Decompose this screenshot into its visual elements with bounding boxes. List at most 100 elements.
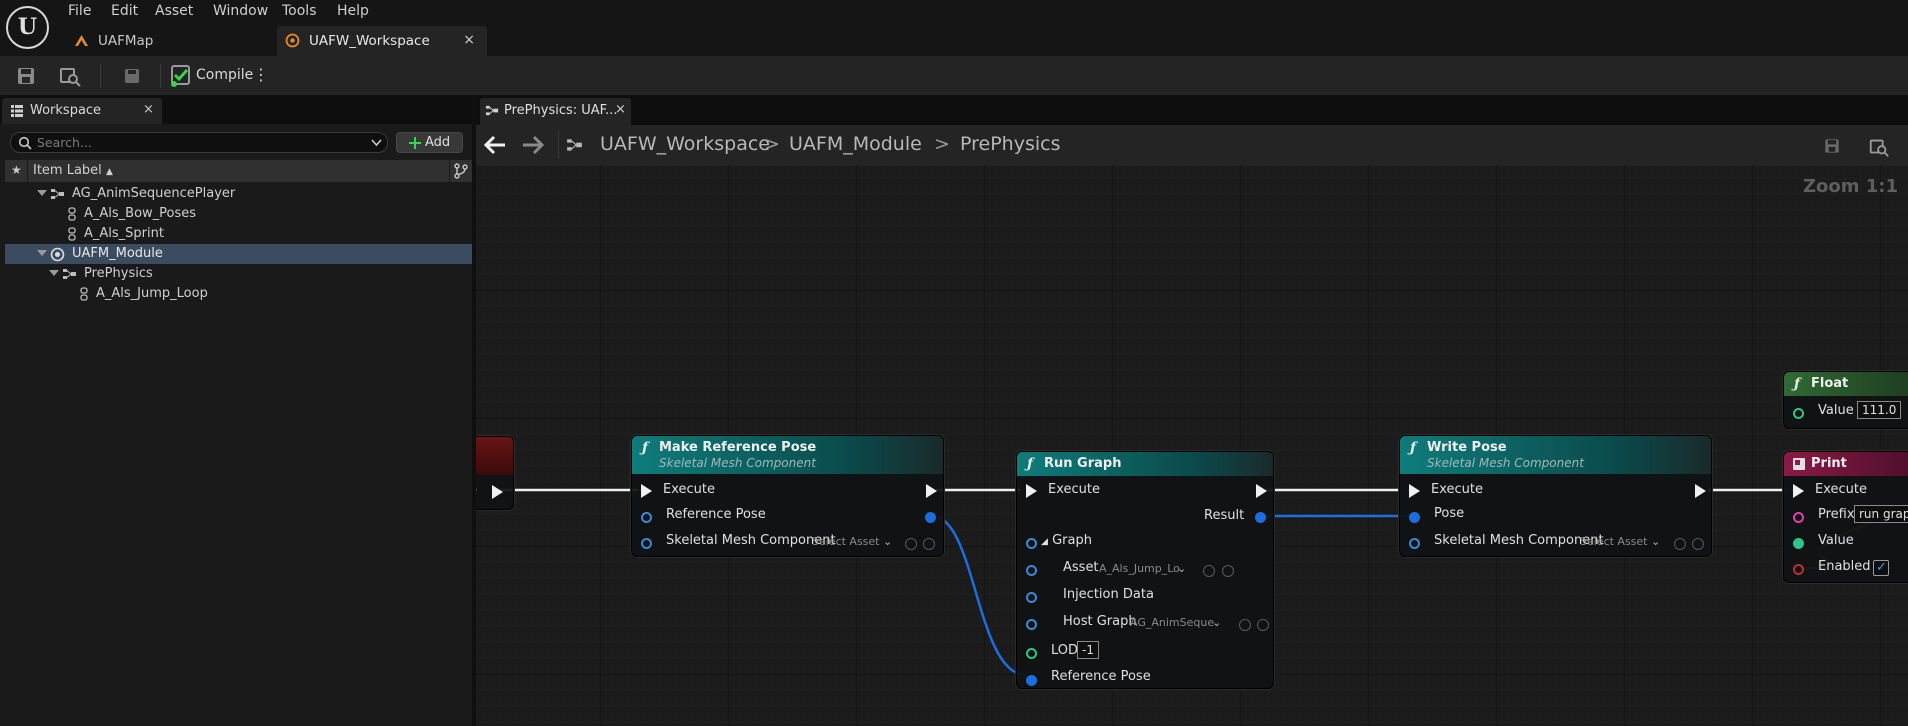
run-graph-node[interactable]: ƒ Run Graph Execute Result ◢ Graph Asset… bbox=[1016, 451, 1274, 689]
compile-check-icon bbox=[171, 65, 190, 87]
browse-asset-icon[interactable] bbox=[1222, 565, 1234, 577]
graph-expand-label[interactable]: ◢ Graph bbox=[1041, 533, 1092, 548]
exec-in-pin[interactable] bbox=[1793, 484, 1804, 498]
host-graph-pin[interactable] bbox=[1026, 619, 1037, 630]
lod-pin-label: LOD bbox=[1051, 643, 1079, 658]
enabled-checkbox[interactable]: ✓ bbox=[1873, 560, 1889, 576]
use-selected-icon[interactable] bbox=[1674, 538, 1686, 550]
value-out-pin[interactable] bbox=[1793, 408, 1804, 419]
exec-out-pin[interactable] bbox=[492, 485, 503, 499]
reference-pose-in-pin[interactable] bbox=[1026, 675, 1037, 686]
graph-canvas[interactable]: Zoom 1:1 e ƒ Make Reference Pose Skeleta… bbox=[476, 166, 1908, 726]
injection-data-pin[interactable] bbox=[1026, 592, 1037, 603]
exec-in-pin[interactable] bbox=[641, 484, 652, 498]
breadcrumb-workspace[interactable]: UAFW_Workspace bbox=[600, 133, 770, 155]
close-icon[interactable]: × bbox=[463, 32, 475, 48]
reference-pose-out-pin[interactable] bbox=[925, 512, 936, 523]
expand-arrow-icon[interactable] bbox=[37, 190, 47, 196]
tree-item-a-als-jump-loop[interactable]: A_Als_Jump_Loop bbox=[5, 284, 472, 304]
browse-asset-icon[interactable] bbox=[923, 538, 935, 550]
menu-file[interactable]: File bbox=[68, 3, 92, 19]
use-selected-icon[interactable] bbox=[1239, 619, 1251, 631]
exec-in-pin[interactable] bbox=[1409, 484, 1420, 498]
anim-graph-icon bbox=[63, 269, 76, 279]
close-icon[interactable]: × bbox=[615, 102, 626, 117]
favorite-column-icon[interactable]: ★ bbox=[11, 163, 22, 177]
pose-in-pin[interactable] bbox=[1409, 512, 1420, 523]
host-graph-dropdown[interactable]: AG_AnimSeque ⌄ bbox=[1130, 616, 1222, 629]
tree-item-uafm-module[interactable]: UAFM_Module bbox=[5, 244, 472, 264]
menu-tools[interactable]: Tools bbox=[282, 3, 317, 19]
use-selected-icon[interactable] bbox=[1203, 565, 1215, 577]
print-node[interactable]: Print Execute Prefix run grap Value Enab… bbox=[1783, 451, 1908, 583]
browse-asset-icon[interactable] bbox=[1692, 538, 1704, 550]
save-icon[interactable] bbox=[1822, 136, 1842, 156]
tree-column-header: ★ Item Label ▲ bbox=[5, 160, 472, 182]
exec-out-pin[interactable] bbox=[1695, 484, 1706, 498]
save-all-icon[interactable] bbox=[120, 64, 144, 88]
select-asset-dropdown[interactable]: Select Asset ⌄ bbox=[1580, 535, 1661, 548]
chevron-down-icon[interactable] bbox=[371, 139, 382, 147]
skeletal-mesh-pin[interactable] bbox=[641, 538, 652, 549]
tree-item-prephysics[interactable]: PrePhysics bbox=[5, 264, 472, 284]
search-input[interactable] bbox=[37, 134, 357, 151]
expand-arrow-icon[interactable] bbox=[49, 270, 59, 276]
float-value-input[interactable]: 111.0 bbox=[1857, 401, 1902, 419]
document-tab-bar: UAFMap UAFW_Workspace × bbox=[0, 24, 1908, 56]
result-out-pin[interactable] bbox=[1255, 512, 1266, 523]
browse-icon[interactable] bbox=[58, 64, 82, 88]
branch-icon[interactable] bbox=[454, 163, 468, 179]
function-icon: ƒ bbox=[1410, 440, 1417, 456]
unreal-logo[interactable]: U bbox=[6, 6, 49, 49]
function-icon: ƒ bbox=[642, 440, 649, 456]
asset-dropdown[interactable]: A_Als_Jump_Lo ⌄ bbox=[1099, 562, 1187, 575]
clipped-node[interactable]: e bbox=[476, 436, 514, 510]
graph-tab-strip: PrePhysics: UAF... × bbox=[476, 97, 1908, 125]
back-arrow-icon[interactable] bbox=[484, 135, 506, 155]
menu-help[interactable]: Help bbox=[337, 3, 369, 19]
use-selected-icon[interactable] bbox=[905, 538, 917, 550]
injection-data-pin-label: Injection Data bbox=[1063, 587, 1154, 602]
workspace-tab-strip: Workspace × bbox=[0, 97, 472, 124]
menu-asset[interactable]: Asset bbox=[155, 3, 194, 19]
skeletal-mesh-pin[interactable] bbox=[1409, 538, 1420, 549]
enabled-pin[interactable] bbox=[1793, 564, 1804, 575]
exec-in-pin[interactable] bbox=[1026, 484, 1037, 498]
make-reference-pose-node[interactable]: ƒ Make Reference Pose Skeletal Mesh Comp… bbox=[631, 435, 944, 557]
lod-input[interactable]: -1 bbox=[1077, 641, 1099, 659]
expand-arrow-icon[interactable] bbox=[37, 250, 47, 256]
lod-pin[interactable] bbox=[1026, 648, 1037, 659]
tab-uafmap[interactable]: UAFMap bbox=[66, 26, 274, 56]
tab-prephysics[interactable]: PrePhysics: UAF... × bbox=[480, 98, 631, 125]
save-icon[interactable] bbox=[14, 64, 38, 88]
prefix-input[interactable]: run grap bbox=[1854, 505, 1908, 523]
forward-arrow-icon[interactable] bbox=[522, 135, 544, 155]
value-in-pin[interactable] bbox=[1793, 538, 1804, 549]
tree-item-ag-animsequenceplayer[interactable]: AG_AnimSequencePlayer bbox=[5, 184, 472, 204]
tree-item-a-als-bow-poses[interactable]: A_Als_Bow_Poses bbox=[5, 204, 472, 224]
tree-item-a-als-sprint[interactable]: A_Als_Sprint bbox=[5, 224, 472, 244]
prefix-pin[interactable] bbox=[1793, 512, 1804, 523]
add-button[interactable]: Add bbox=[396, 132, 463, 153]
asset-pin[interactable] bbox=[1026, 565, 1037, 576]
browse-icon[interactable] bbox=[1868, 136, 1890, 158]
item-label-column[interactable]: Item Label ▲ bbox=[33, 163, 113, 178]
float-node[interactable]: ƒ Float Value 111.0 bbox=[1783, 371, 1908, 429]
browse-asset-icon[interactable] bbox=[1257, 619, 1269, 631]
exec-out-pin[interactable] bbox=[1256, 484, 1267, 498]
breadcrumb-module[interactable]: UAFM_Module bbox=[789, 133, 922, 155]
compile-options-icon[interactable]: ⋮ bbox=[253, 65, 269, 84]
reference-pose-in-pin[interactable] bbox=[641, 512, 652, 523]
breadcrumb-prephysics[interactable]: PrePhysics bbox=[960, 133, 1061, 155]
close-icon[interactable]: × bbox=[143, 102, 154, 117]
anim-graph-icon bbox=[485, 105, 499, 116]
write-pose-node[interactable]: ƒ Write Pose Skeletal Mesh Component Exe… bbox=[1399, 435, 1712, 557]
graph-struct-pin[interactable] bbox=[1026, 538, 1037, 549]
graph-icon bbox=[567, 139, 582, 151]
tab-workspace[interactable]: Workspace × bbox=[2, 98, 162, 124]
menu-window[interactable]: Window bbox=[213, 3, 269, 19]
menu-edit[interactable]: Edit bbox=[111, 3, 139, 19]
tab-uafw-workspace[interactable]: UAFW_Workspace × bbox=[277, 26, 487, 56]
exec-out-pin[interactable] bbox=[926, 484, 937, 498]
select-asset-dropdown[interactable]: Select Asset ⌄ bbox=[812, 535, 893, 548]
